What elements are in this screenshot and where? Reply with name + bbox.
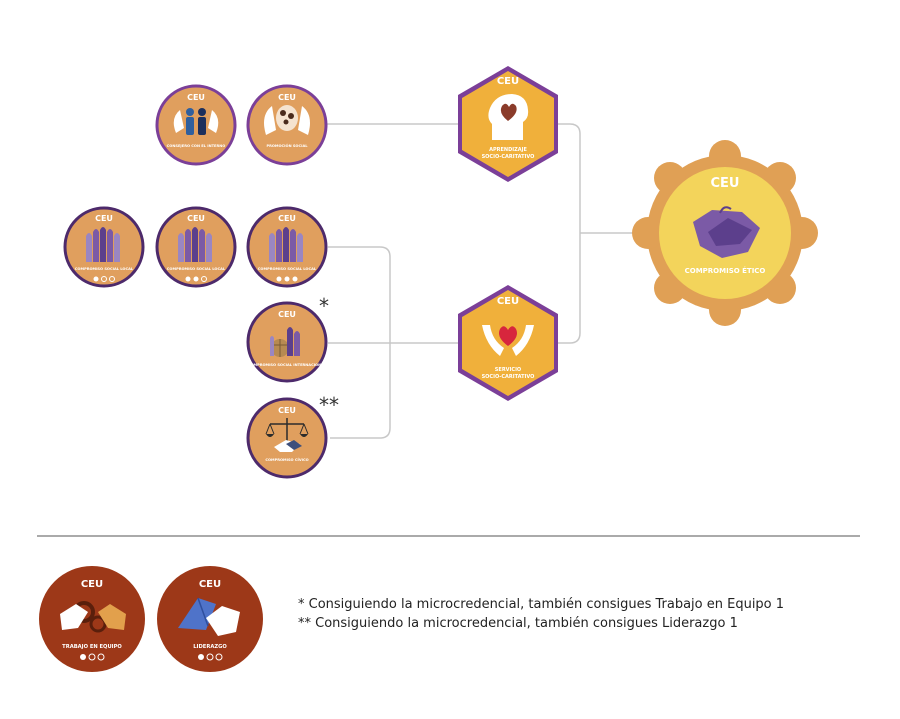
footnote-1: * Consiguiendo la microcredencial, tambi… [298, 597, 785, 612]
badge-label: LIDERAZGO [193, 644, 227, 650]
note-marker-double: ** [319, 393, 339, 417]
badge-label: COMPROMISO SOCIAL LOCAL [75, 267, 134, 271]
ceu-text: CEU [187, 214, 205, 223]
connector-lines [327, 123, 642, 439]
ceu-text: CEU [81, 579, 103, 590]
line-hex-bracket [558, 123, 581, 344]
badge-cs-local-3[interactable]: CEU COMPROMISO SOCIAL LOCAL [246, 206, 328, 288]
head-in-hands-icon [264, 105, 310, 135]
badge-civico[interactable]: CEU COMPROMISO CÍVICO [246, 397, 328, 479]
raised-hands-icon [269, 227, 303, 262]
ceu-text: CEU [199, 579, 221, 590]
raised-hands-icon [178, 227, 212, 262]
badge-label: CONSEJERO CON EL INTERNO [167, 144, 226, 148]
head-heart-icon [488, 94, 529, 140]
ceu-text: CEU [187, 93, 205, 102]
badge-cs-local-1[interactable]: CEU COMPROMISO SOCIAL LOCAL [63, 206, 145, 288]
hexagon-label-1: SERVICIO [495, 367, 521, 373]
flag-hand-icon [178, 597, 240, 636]
hexagon-label-1: APRENDIZAJE [489, 147, 527, 153]
hexagon-servicio[interactable]: CEU SERVICIO SOCIO-CARITATIVO [458, 285, 558, 401]
badge-label: COMPROMISO CÍVICO [265, 457, 308, 462]
badge-cs-local-2[interactable]: CEU COMPROMISO SOCIAL LOCAL [155, 206, 237, 288]
ceu-text: CEU [497, 76, 519, 87]
badge-promocion[interactable]: CEU PROMOCIÓN SOCIAL [246, 84, 328, 166]
badge-trabajo-en-equipo[interactable]: CEU TRABAJO EN EQUIPO [39, 566, 145, 672]
badge-label: COMPROMISO SOCIAL INTERNACIONAL [248, 363, 327, 367]
hands-heart-icon [482, 325, 534, 356]
hexagon-label-2: SOCIO-CARITATIVO [482, 374, 535, 380]
badge-label: COMPROMISO SOCIAL LOCAL [167, 267, 226, 271]
footnote-2: ** Consiguiendo la microcredencial, tamb… [298, 616, 738, 631]
badge-liderazgo[interactable]: CEU LIDERAZGO [157, 566, 263, 672]
footnotes: * Consiguiendo la microcredencial, tambi… [298, 595, 784, 633]
ceu-text: CEU [278, 310, 296, 319]
ceu-text: CEU [497, 296, 519, 307]
final-badge-compromiso-etico[interactable]: CEU COMPROMISO ÉTICO [632, 140, 818, 326]
badge-internacional[interactable]: CEU COMPROMISO SOCIAL INTERNACIONAL [246, 301, 328, 383]
ceu-text: CEU [711, 176, 740, 191]
badge-label: PROMOCIÓN SOCIAL [266, 143, 308, 148]
hexagon-label-2: SOCIO-CARITATIVO [482, 154, 535, 160]
ceu-text: CEU [278, 406, 296, 415]
gears-hands-icon [60, 601, 126, 633]
handshake-icon [693, 206, 760, 258]
ceu-text: CEU [278, 214, 296, 223]
ceu-text: CEU [278, 93, 296, 102]
hands-globe-icon [270, 327, 300, 357]
badge-consejo[interactable]: CEU CONSEJERO CON EL INTERNO [155, 84, 237, 166]
hexagon-aprendizaje[interactable]: CEU APRENDIZAJE SOCIO-CARITATIVO [458, 66, 558, 182]
note-marker-single: * [319, 294, 329, 318]
badge-label: COMPROMISO SOCIAL LOCAL [258, 267, 317, 271]
raised-hands-icon [86, 227, 120, 262]
ceu-text: CEU [95, 214, 113, 223]
scales-handshake-icon [265, 418, 309, 452]
badge-label: TRABAJO EN EQUIPO [62, 644, 122, 650]
final-label: COMPROMISO ÉTICO [685, 266, 766, 275]
protected-people-icon [173, 108, 219, 135]
